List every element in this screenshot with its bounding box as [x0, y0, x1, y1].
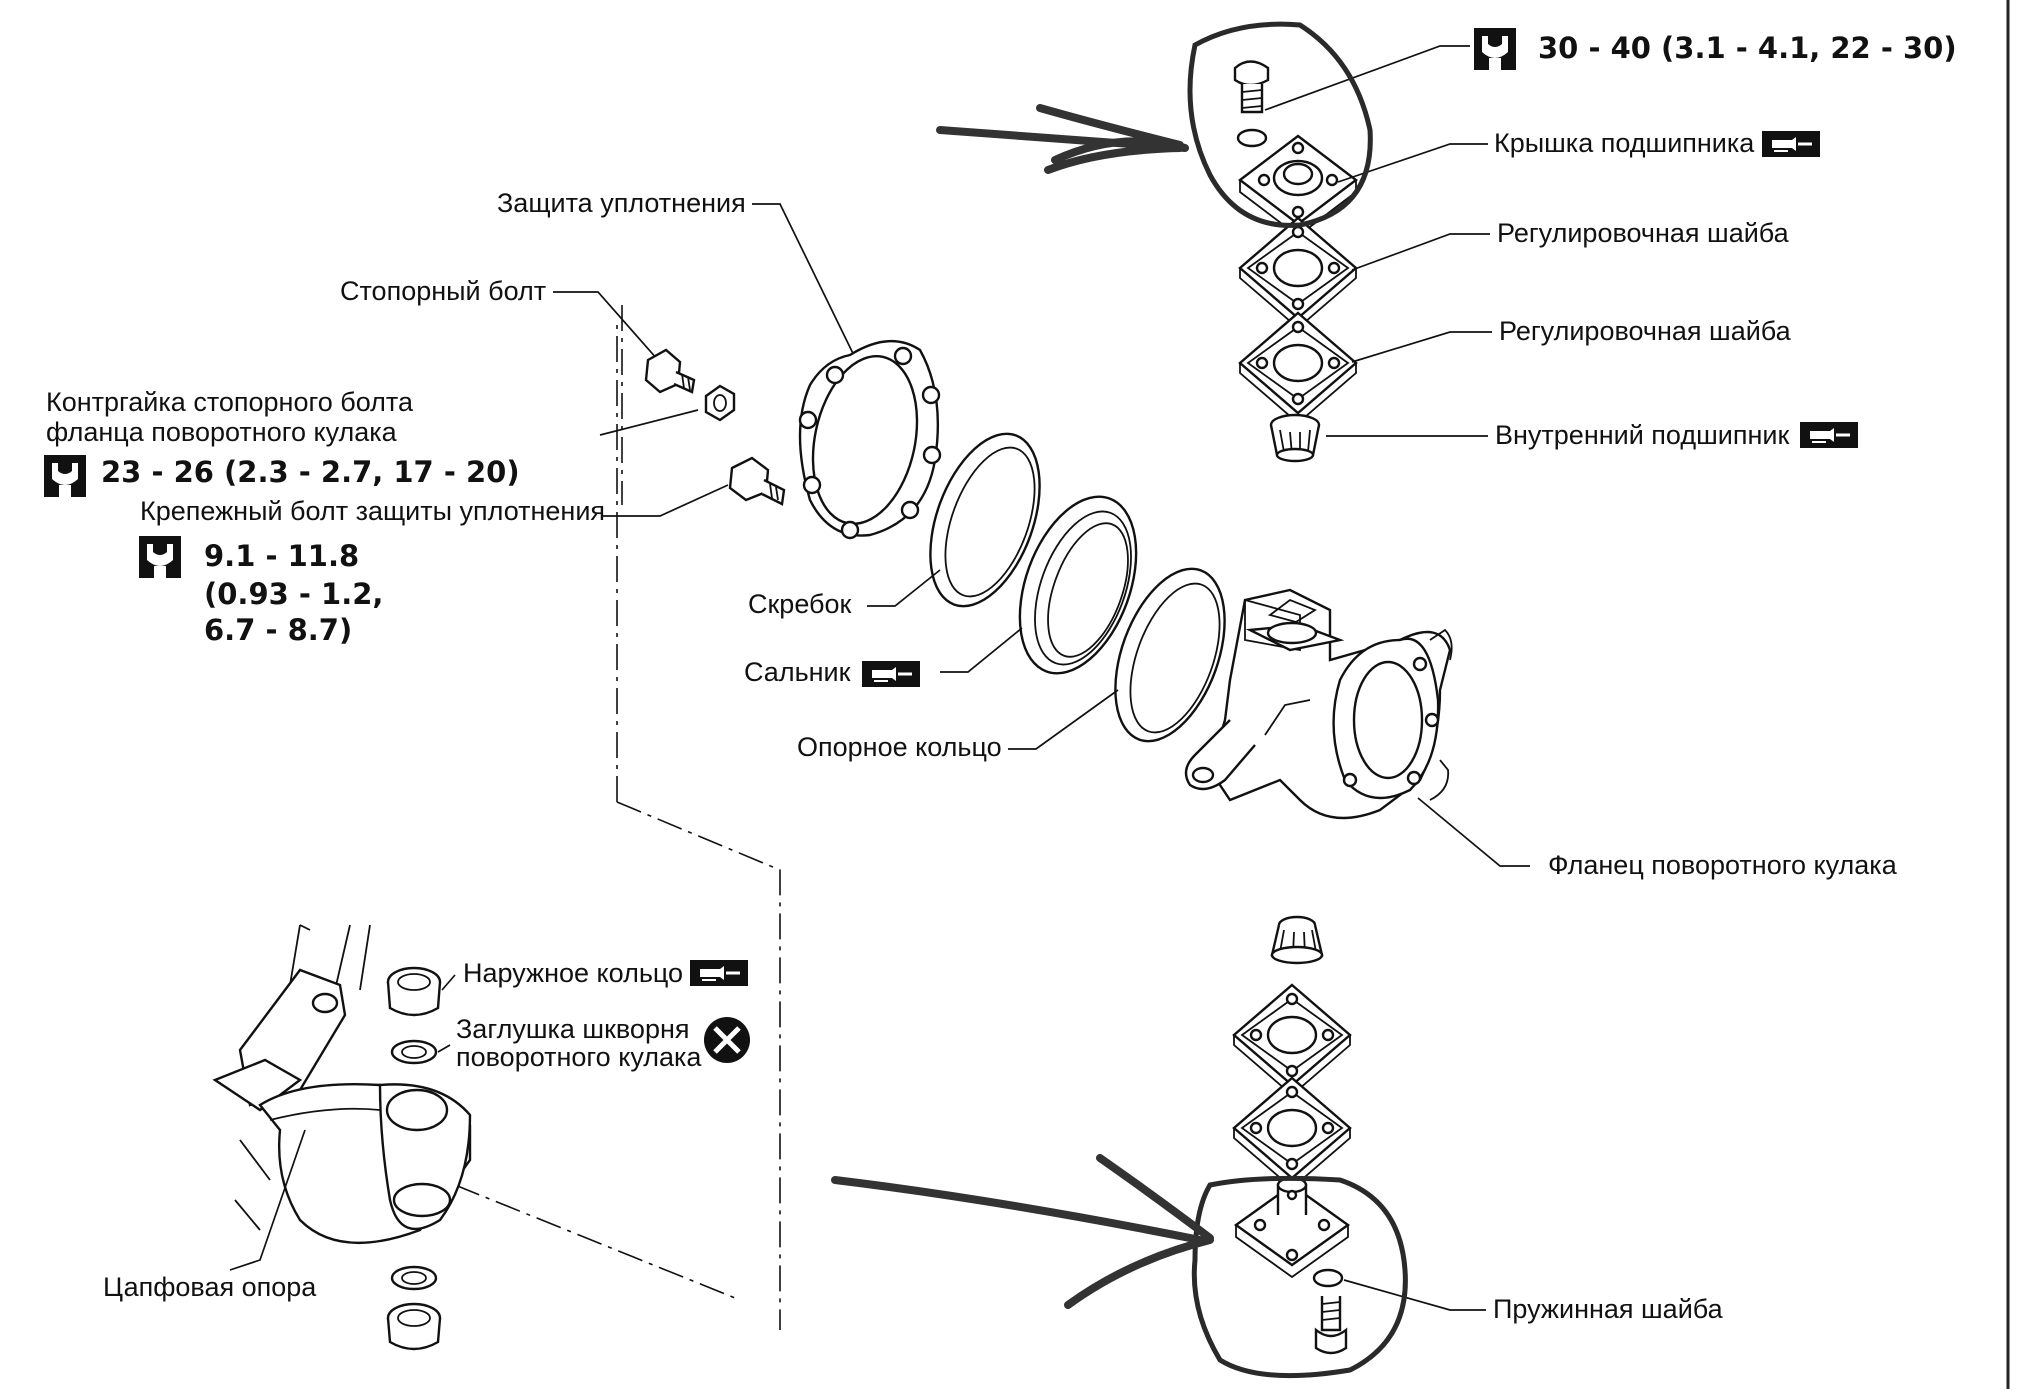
highlight-circle-bottom — [1191, 1175, 1408, 1379]
label-lock-bolt: Стопорный болт — [340, 276, 546, 306]
cap-bolt — [1233, 60, 1270, 114]
torque-wrench-icon — [44, 455, 86, 497]
scraper-ring — [929, 432, 1041, 608]
label-inner-bearing: Внутренний подшипник — [1495, 420, 1789, 450]
lower-bearing-cap — [1233, 1176, 1351, 1279]
highlight-arrow-bottom — [831, 1154, 1214, 1309]
label-plug-1: Заглушка шкворня — [456, 1014, 690, 1044]
label-oil-seal: Сальник — [744, 657, 851, 687]
grease-icon — [688, 958, 750, 988]
do-not-reuse-icon — [704, 1017, 750, 1063]
label-locknut-2: фланца поворотного кулака — [46, 417, 398, 447]
label-locknut-1: Контргайка стопорного болта — [46, 387, 414, 417]
label-trunnion: Цапфовая опора — [103, 1272, 317, 1302]
protector-bolt-torque-3: 6.7 - 8.7) — [204, 613, 352, 647]
oil-seal — [1018, 495, 1138, 675]
lower-bearing — [1270, 915, 1324, 965]
inner-bearing — [1269, 413, 1321, 463]
label-protector-bolt: Крепежный болт защиты уплотнения — [140, 496, 605, 526]
support-ring — [1114, 567, 1226, 743]
lower-outer-race — [386, 1302, 442, 1351]
knuckle-flange — [1184, 588, 1453, 820]
lock-bolt — [644, 348, 696, 394]
cap-washer — [1236, 128, 1268, 148]
label-spring-washer: Пружинная шайба — [1493, 1294, 1724, 1324]
protector-bolt-torque-2: (0.93 - 1.2, — [204, 577, 383, 611]
label-shim-1: Регулировочная шайба — [1497, 218, 1790, 248]
kingpin-plug — [390, 1039, 438, 1065]
grease-icon — [860, 659, 922, 689]
label-scraper: Скребок — [748, 589, 852, 619]
lower-plug — [390, 1265, 438, 1291]
grease-icon — [1760, 129, 1822, 159]
label-outer-race: Наружное кольцо — [463, 958, 683, 988]
label-knuckle-flange: Фланец поворотного кулака — [1548, 850, 1898, 880]
label-bearing-cap: Крышка подшипника — [1494, 128, 1755, 158]
spring-washer — [1312, 1268, 1344, 1288]
lower-cap-bolt — [1314, 1296, 1348, 1355]
highlight-circle-top — [1187, 21, 1373, 228]
bearing-cap — [1238, 134, 1358, 238]
outer-race — [386, 966, 442, 1017]
grease-icon — [1798, 420, 1860, 450]
label-plug-2: поворотного кулака — [456, 1042, 702, 1072]
label-seal-protector: Защита уплотнения — [497, 188, 746, 218]
shim-2 — [1238, 311, 1358, 425]
torque-wrench-icon — [1474, 28, 1516, 70]
protector-bolt-torque-1: 9.1 - 11.8 — [204, 539, 359, 573]
locknut-torque-value: 23 - 26 (2.3 - 2.7, 17 - 20) — [101, 455, 520, 489]
lower-shim-2 — [1232, 1076, 1352, 1190]
torque-wrench-icon — [139, 536, 181, 578]
highlight-arrow-top — [936, 104, 1189, 174]
top-torque-value: 30 - 40 (3.1 - 4.1, 22 - 30) — [1538, 31, 1957, 65]
seal-protector — [798, 339, 942, 540]
label-support-ring: Опорное кольцо — [797, 732, 1002, 762]
seal-protector-bolt — [728, 456, 786, 506]
label-shim-2: Регулировочная шайба — [1499, 316, 1792, 346]
trunnion-support — [212, 924, 472, 1245]
lock-bolt-locknut — [704, 384, 736, 422]
